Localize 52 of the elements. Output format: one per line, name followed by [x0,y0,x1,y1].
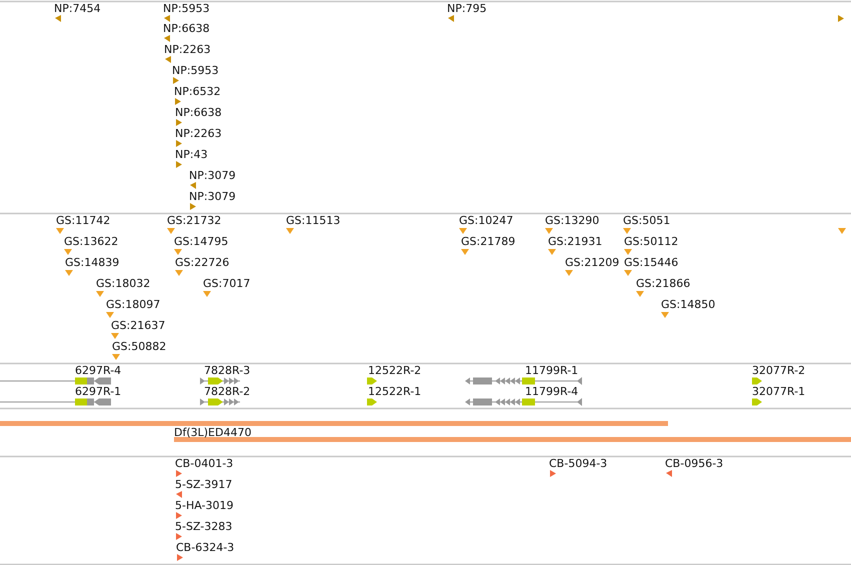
gene-label: 32077R-1 [752,385,806,398]
feature-label: 5-HA-3019 [175,499,234,512]
feature-label: GS:13290 [545,214,600,227]
feature-label: CB-5094-3 [549,457,608,470]
feature-label: GS:21789 [461,235,516,248]
gene-label: 7828R-2 [204,385,250,398]
feature-label: CB-6324-3 [176,541,234,554]
feature-label: GS:21866 [636,277,690,290]
feature-label: NP:2263 [175,127,222,140]
feature-label: GS:50112 [624,235,678,248]
feature-label: NP:3079 [189,169,236,182]
gene-label: 12522R-2 [368,364,422,377]
feature-label: NP:795 [447,2,487,15]
gene-label: 12522R-1 [368,385,422,398]
feature-label: GS:18032 [96,277,150,290]
feature-label: NP:43 [175,148,208,161]
gene-label: 11799R-4 [525,385,578,398]
gene-label: 6297R-1 [75,385,122,398]
feature-label: NP:3079 [189,190,236,203]
feature-label: GS:5051 [623,214,670,227]
feature-label: GS:50882 [112,340,166,353]
feature-label: GS:14850 [661,298,716,311]
feature-label: NP:6638 [175,106,222,119]
feature-label: GS:21732 [167,214,222,227]
feature-label: NP:6532 [174,85,221,98]
feature-label: GS:14839 [65,256,120,269]
feature-label: GS:10247 [459,214,514,227]
feature-label: CB-0401-3 [175,457,234,470]
feature-label: CB-0956-3 [665,457,724,470]
gene-label: 7828R-3 [204,364,250,377]
feature-label: NP:5953 [172,64,219,77]
feature-label: NP:5953 [163,2,210,15]
gene-label: 6297R-4 [75,364,122,377]
feature-label: GS:11742 [56,214,110,227]
feature-label: GS:11513 [286,214,340,227]
feature-label: GS:22726 [175,256,230,269]
feature-label: NP:7454 [54,2,101,15]
feature-label: GS:7017 [203,277,250,290]
deficiency-label: Df(3L)ED4470 [174,426,252,439]
feature-label: GS:13622 [64,235,118,248]
feature-label: GS:21931 [548,235,602,248]
feature-label: 5-SZ-3283 [175,520,232,533]
feature-label: 5-SZ-3917 [175,478,232,491]
feature-label: GS:21637 [111,319,166,332]
feature-label: GS:18097 [106,298,160,311]
feature-label: NP:2263 [164,43,211,56]
feature-label: NP:6638 [163,22,210,35]
feature-label: GS:14795 [174,235,228,248]
feature-label: GS:15446 [624,256,678,269]
feature-label: GS:21209 [565,256,620,269]
gene-label: 32077R-2 [752,364,806,377]
gene-label: 11799R-1 [525,364,578,377]
